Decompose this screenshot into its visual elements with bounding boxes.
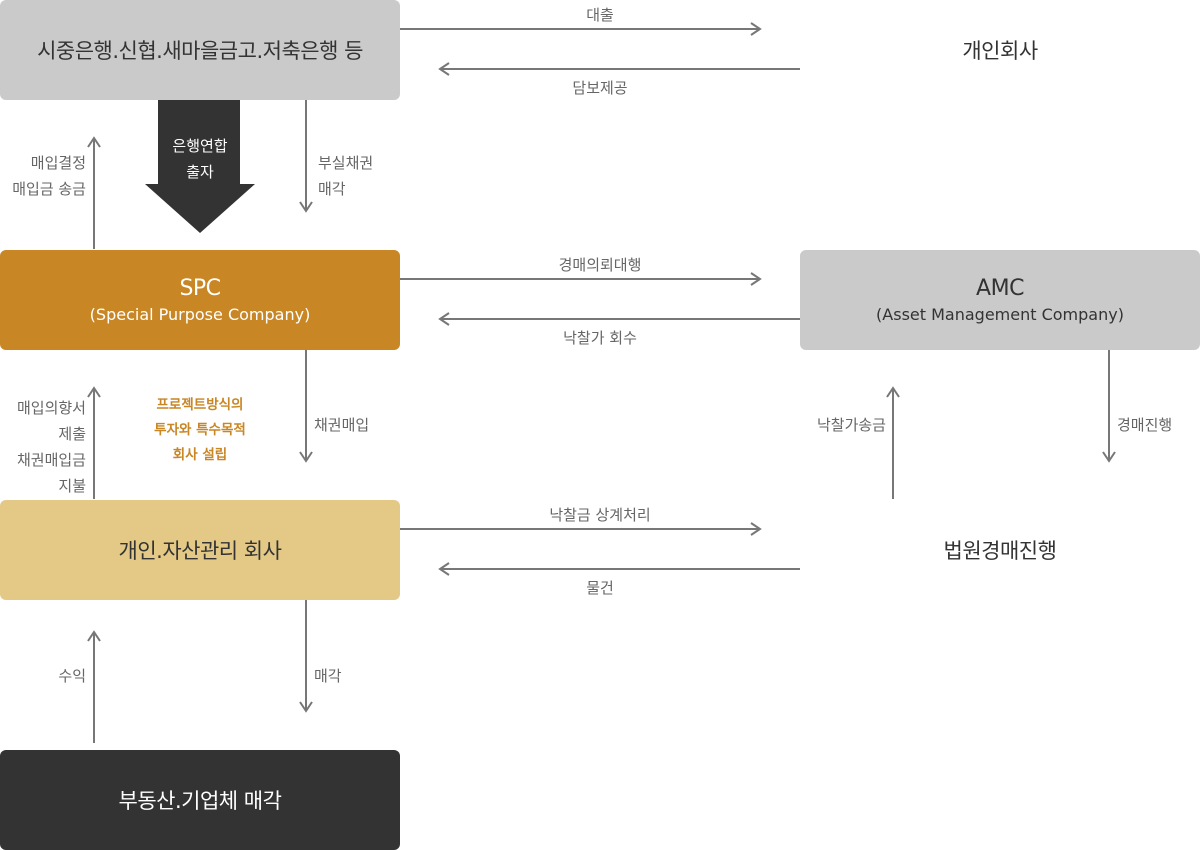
label-line: 채권매입금 [16,451,86,469]
label-disposal: 매각 [314,667,342,685]
label-line: 매입결정 [30,154,86,172]
label-purchase-intent: 매입의향서 제출 채권매입금 지불 [17,395,86,499]
project-note: 프로젝트방식의 투자와 특수목적 회사 설립 [130,393,270,468]
label-collateral: 담보제공 [572,79,628,97]
node-spc: SPC (Special Purpose Company) [0,250,400,350]
label-auction-request: 경매의뢰대행 [558,256,642,274]
bank-investment-label: 은행연합 출자 [145,133,255,185]
node-amc-subtitle: (Asset Management Company) [876,305,1124,324]
node-amc: AMC (Asset Management Company) [800,250,1200,350]
node-asset-company: 개인.자산관리 회사 [0,500,400,600]
label-loan: 대출 [586,6,614,24]
node-amc-title: AMC [976,276,1024,301]
node-spc-title: SPC [179,276,221,301]
node-real-estate-sale: 부동산.기업체 매각 [0,750,400,850]
label-line: 지불 [58,477,86,495]
node-spc-subtitle: (Special Purpose Company) [89,305,311,324]
label-purchase-decision: 매입결정 매입금 송금 [12,150,86,202]
label-line: 출자 [186,163,214,181]
label-winning-bid-recovery: 낙찰가 회수 [563,329,637,347]
label-winning-bid-remit: 낙찰가송금 [816,416,886,434]
label-npl-sale: 부실채권 매각 [318,150,373,202]
label-line: 은행연합 [172,137,228,155]
node-asset-company-title: 개인.자산관리 회사 [118,539,282,563]
node-personal-company: 개인회사 [962,39,1038,63]
label-line: 제출 [58,425,86,443]
note-line: 회사 설립 [172,447,228,463]
node-court-auction: 법원경매진행 [943,539,1057,563]
node-banks: 시중은행.신협.새마을금고.저축은행 등 [0,0,400,100]
label-line: 매각 [318,180,346,198]
label-property: 물건 [586,579,614,597]
label-auction-progress: 경매진행 [1117,416,1173,434]
label-profit: 수익 [58,667,86,685]
label-line: 부실채권 [318,154,374,172]
label-bid-offset: 낙찰금 상계처리 [549,506,651,524]
note-line: 투자와 특수목적 [154,422,246,438]
node-real-estate-sale-title: 부동산.기업체 매각 [118,789,282,813]
label-bond-purchase: 채권매입 [314,416,370,434]
label-line: 매입의향서 [16,399,86,417]
label-line: 매입금 송금 [12,180,86,198]
node-banks-title: 시중은행.신협.새마을금고.저축은행 등 [37,39,363,63]
note-line: 프로젝트방식의 [156,397,244,413]
